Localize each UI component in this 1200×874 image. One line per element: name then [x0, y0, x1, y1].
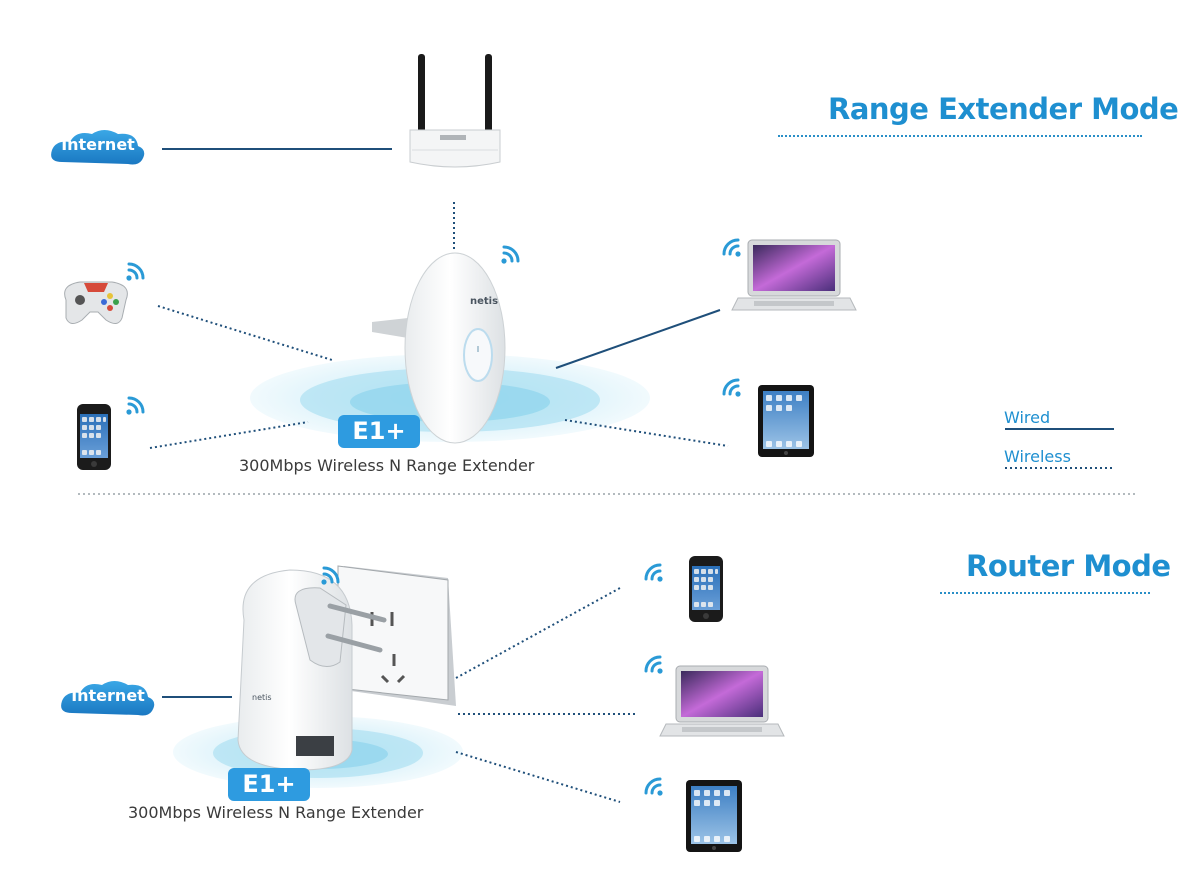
- product-caption: 300Mbps Wireless N Range Extender: [128, 803, 424, 822]
- title-underline: [940, 592, 1150, 594]
- internet-label: Internet: [61, 135, 135, 154]
- model-badge: E1+: [338, 415, 420, 448]
- laptop-image: [731, 239, 857, 311]
- wifi-icon: [722, 238, 743, 259]
- wifi-icon: [124, 262, 145, 283]
- gamepad-link: [157, 305, 333, 361]
- tablet-link: [455, 751, 621, 803]
- wifi-icon: [722, 378, 743, 399]
- internet-cloud: Internet: [58, 677, 158, 717]
- section-title: Router Mode: [966, 549, 1171, 583]
- device-brand: netis: [252, 693, 272, 702]
- model-badge: E1+: [228, 768, 310, 801]
- phone-link: [149, 421, 309, 449]
- wifi-icon: [124, 396, 145, 417]
- phone-image: [689, 556, 723, 622]
- cloud-icon: [61, 681, 155, 716]
- wall-socket-image: [337, 565, 456, 706]
- wifi-icon: [644, 563, 665, 584]
- wifi-icon: [644, 655, 665, 676]
- title-underline: [778, 135, 1142, 137]
- extender-device: [372, 252, 506, 444]
- laptop-image: [659, 665, 785, 737]
- device-brand: netis: [470, 296, 498, 307]
- phone-image: [77, 404, 111, 470]
- legend-wireless-label: Wireless: [1004, 447, 1071, 466]
- laptop-link: [555, 309, 721, 369]
- internet-label: Internet: [71, 686, 145, 705]
- product-caption: 300Mbps Wireless N Range Extender: [239, 456, 535, 475]
- extender-device-back: netis: [237, 569, 387, 771]
- tablet-image: [686, 780, 742, 852]
- router-image: [409, 54, 501, 168]
- wifi-icon: [499, 245, 520, 266]
- tablet-image: [758, 385, 814, 457]
- internet-cloud: Internet: [48, 126, 148, 166]
- cloud-icon: [51, 130, 145, 165]
- phone-link: [455, 587, 621, 679]
- wifi-icon: [644, 777, 665, 798]
- legend-wired-label: Wired: [1004, 408, 1051, 427]
- section-title: Range Extender Mode: [828, 92, 1179, 126]
- gamepad-image: [64, 281, 128, 324]
